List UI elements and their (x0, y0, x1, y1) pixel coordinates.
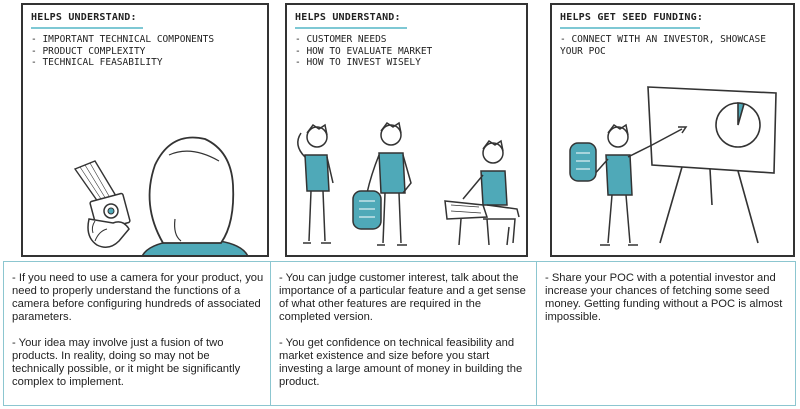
presenting-to-investor-illustration (569, 86, 777, 246)
description-table: - If you need to use a camera for your p… (3, 261, 796, 406)
panel-title: HELPS UNDERSTAND: (295, 12, 401, 23)
description-cell-components: - If you need to use a camera for your p… (4, 262, 270, 405)
benefit-item: PRODUCT COMPLEXITY (31, 46, 214, 58)
title-underline (31, 27, 143, 29)
panel-title: HELPS GET SEED FUNDING: (560, 12, 704, 23)
comic-panel-components: HELPS UNDERSTAND: IMPORTANT TECHNICAL CO… (21, 3, 269, 257)
person-holding-camera-illustration (73, 136, 249, 255)
description-paragraph: - Share your POC with a potential invest… (545, 272, 783, 323)
customers-evaluating-illustration (297, 121, 520, 246)
customer-taking-notes (444, 139, 520, 246)
pie-chart-board (647, 86, 777, 244)
comic-panel-customers: HELPS UNDERSTAND: CUSTOMER NEEDS HOW TO … (285, 3, 528, 257)
description-paragraph: - You get confidence on technical feasib… (279, 337, 523, 388)
customer-with-backpack (352, 121, 412, 246)
description-paragraph: - If you need to use a camera for your p… (12, 272, 264, 323)
benefit-item: HOW TO EVALUATE MARKET (295, 46, 432, 58)
benefit-item: HOW TO INVEST WISELY (295, 57, 432, 69)
panel-title: HELPS UNDERSTAND: (31, 12, 137, 23)
panel-benefit-list: IMPORTANT TECHNICAL COMPONENTS PRODUCT C… (31, 34, 214, 69)
description-cell-customers: - You can judge customer interest, talk … (270, 262, 536, 405)
thinking-customer (297, 123, 334, 244)
description-cell-funding: - Share your POC with a potential invest… (536, 262, 795, 405)
title-underline (295, 27, 407, 29)
title-underline (560, 27, 700, 29)
benefit-item: CUSTOMER NEEDS (295, 34, 432, 46)
comic-panel-funding: HELPS GET SEED FUNDING: CONNECT WITH AN … (550, 3, 795, 257)
description-paragraph: - You can judge customer interest, talk … (279, 272, 526, 323)
description-paragraph: - Your idea may involve just a fusion of… (12, 337, 241, 388)
benefit-item: TECHNICAL FEASABILITY (31, 57, 214, 69)
panel-benefit-list: CUSTOMER NEEDS HOW TO EVALUATE MARKET HO… (295, 34, 432, 69)
benefit-item: IMPORTANT TECHNICAL COMPONENTS (31, 34, 214, 46)
panel-benefit-list: CONNECT WITH AN INVESTOR, SHOWCASE YOUR … (560, 34, 788, 57)
benefit-item: CONNECT WITH AN INVESTOR, SHOWCASE YOUR … (560, 34, 788, 57)
presenter-figure (569, 123, 688, 246)
